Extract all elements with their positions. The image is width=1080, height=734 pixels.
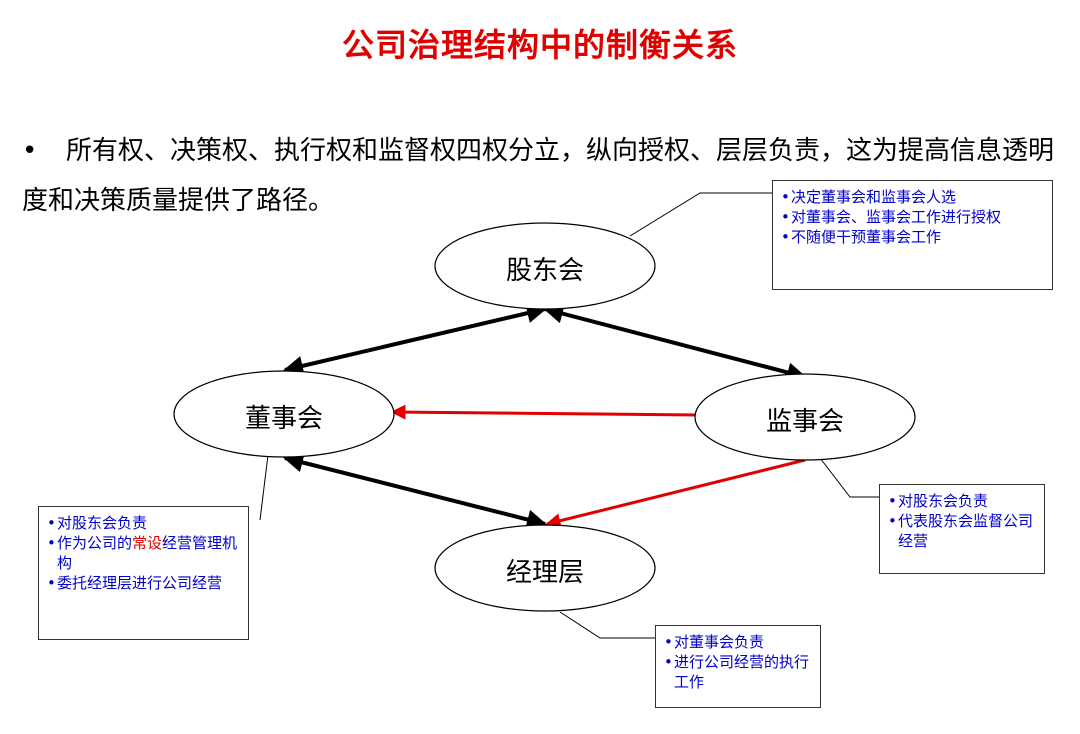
leader-line-shareholders bbox=[629, 192, 772, 237]
node-shareholders-shape bbox=[434, 222, 656, 310]
note-item: 作为公司的常设经营管理机构 bbox=[47, 533, 240, 573]
note-item: 代表股东会监督公司经营 bbox=[888, 511, 1036, 551]
arrow-shareholders-supervisors bbox=[543, 303, 807, 383]
note-item: 委托经理层进行公司经营 bbox=[47, 573, 240, 593]
node-supervisors-shape bbox=[694, 373, 916, 461]
arrow-supervisors-to-board bbox=[390, 404, 698, 420]
node-managers-shape bbox=[434, 524, 656, 612]
note-item: 对股东会负责 bbox=[888, 491, 1036, 511]
note-shareholders: 决定董事会和监事会人选 对董事会、监事会工作进行授权 不随便干预董事会工作 bbox=[772, 180, 1053, 290]
note-text-after: 经营管理机构 bbox=[57, 534, 238, 572]
intro-text: 所有权、决策权、执行权和监督权四权分立，纵向授权、层层负责，这为提高信息透明度和… bbox=[22, 136, 1055, 216]
note-item: 决定董事会和监事会人选 bbox=[781, 187, 1044, 207]
intro-paragraph: •所有权、决策权、执行权和监督权四权分立，纵向授权、层层负责，这为提高信息透明度… bbox=[22, 126, 1067, 226]
bullet: • bbox=[22, 136, 38, 166]
note-managers: 对董事会负责 进行公司经营的执行工作 bbox=[655, 625, 821, 708]
note-text-before: 作为公司的 bbox=[57, 534, 133, 552]
node-board-shape bbox=[173, 370, 395, 458]
leader-line-board bbox=[259, 454, 269, 521]
arrow-shareholders-board bbox=[283, 303, 547, 376]
node-managers-label: 经理层 bbox=[505, 558, 584, 588]
note-item: 对董事会负责 bbox=[664, 632, 812, 652]
page-title: 公司治理结构中的制衡关系 bbox=[341, 26, 738, 64]
note-board: 对股东会负责 作为公司的常设经营管理机构 委托经理层进行公司经营 bbox=[38, 506, 249, 640]
note-supervisors: 对股东会负责 代表股东会监督公司经营 bbox=[879, 484, 1045, 574]
note-item: 不随便干预董事会工作 bbox=[781, 227, 1044, 247]
leader-line-supervisors bbox=[819, 457, 879, 498]
note-item: 对董事会、监事会工作进行授权 bbox=[781, 207, 1044, 227]
node-supervisors-label: 监事会 bbox=[765, 407, 844, 437]
note-item: 对股东会负责 bbox=[47, 513, 240, 533]
arrow-supervisors-to-managers bbox=[545, 458, 806, 529]
node-shareholders-label: 股东会 bbox=[505, 256, 584, 286]
leader-line-managers bbox=[559, 611, 655, 639]
arrow-board-managers bbox=[283, 452, 547, 530]
node-board-label: 董事会 bbox=[244, 404, 323, 434]
note-text-highlight: 常设 bbox=[132, 534, 163, 552]
note-item: 进行公司经营的执行工作 bbox=[664, 652, 812, 692]
